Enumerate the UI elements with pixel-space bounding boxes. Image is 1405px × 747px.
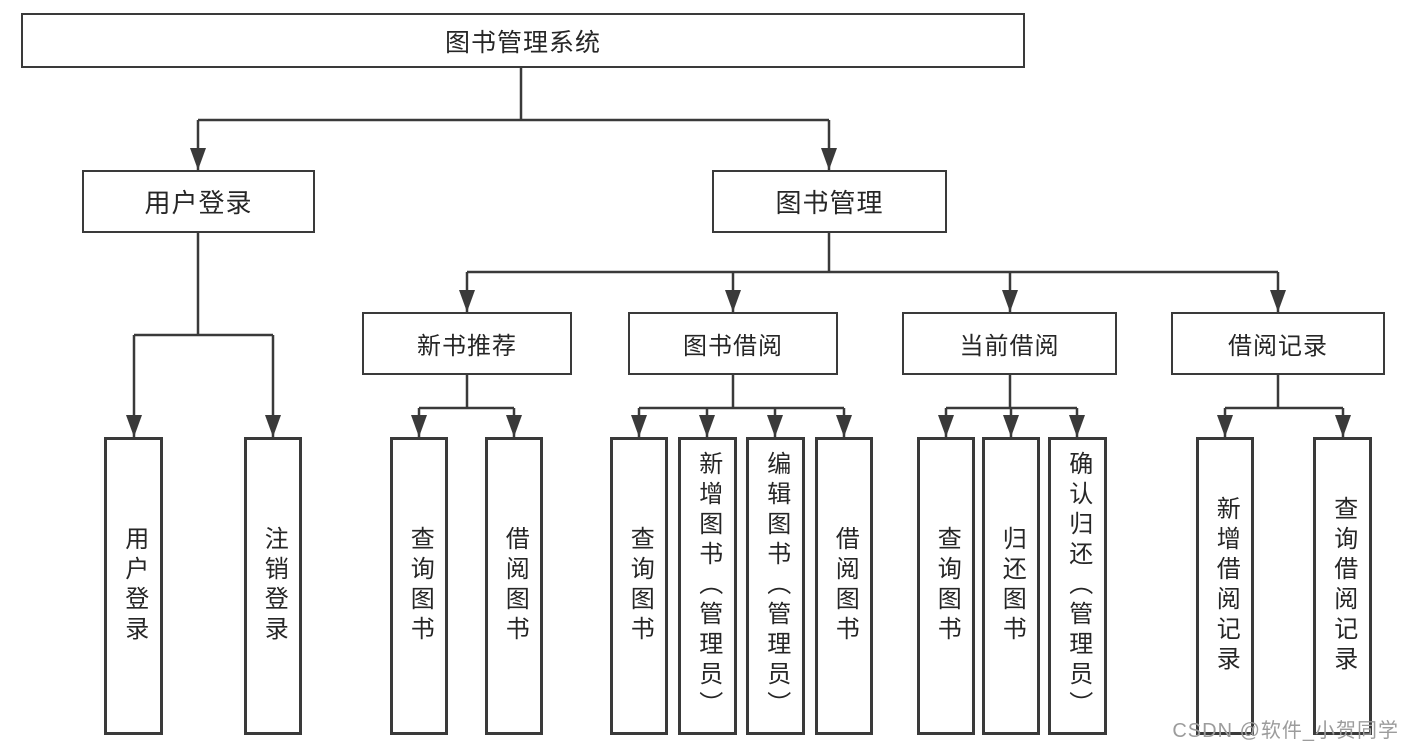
node-current-borrowing: 当前借阅	[902, 312, 1117, 375]
node-borrow-books-recommend: 借阅图书	[485, 437, 543, 735]
node-book-management: 图书管理	[712, 170, 947, 233]
watermark: CSDN @软件_小贺同学	[1172, 720, 1399, 742]
node-user-login: 用户登录	[82, 170, 315, 233]
connector-book-borrow-bar	[639, 375, 844, 410]
node-book-borrowing: 图书借阅	[628, 312, 838, 375]
node-add-borrow-record: 新增借阅记录	[1196, 437, 1254, 735]
node-borrow-books-borrowing: 借阅图书	[815, 437, 873, 735]
node-library-system: 图书管理系统	[21, 13, 1025, 68]
node-new-book-recommend: 新书推荐	[362, 312, 572, 375]
connector-root-bar	[198, 68, 829, 122]
connector-borrow-record-bar	[1225, 375, 1343, 410]
connector-user-login-bar	[134, 233, 273, 337]
node-return-book: 归还图书	[982, 437, 1040, 735]
node-query-books-current: 查询图书	[917, 437, 975, 735]
node-query-borrow-record: 查询借阅记录	[1313, 437, 1372, 735]
node-confirm-return-admin: 确认归还（管理员）	[1048, 437, 1107, 735]
node-borrowing-records: 借阅记录	[1171, 312, 1385, 375]
connector-current-borrow-bar	[946, 375, 1077, 410]
node-user-login-leaf: 用户登录	[104, 437, 163, 735]
node-query-books-borrowing: 查询图书	[610, 437, 668, 735]
node-add-book-admin: 新增图书（管理员）	[678, 437, 737, 735]
node-query-books-recommend: 查询图书	[390, 437, 448, 735]
node-logout: 注销登录	[244, 437, 302, 735]
connector-book-mgmt-bar	[467, 233, 1278, 274]
connector-new-book-bar	[419, 375, 514, 410]
node-edit-book-admin: 编辑图书（管理员）	[746, 437, 805, 735]
